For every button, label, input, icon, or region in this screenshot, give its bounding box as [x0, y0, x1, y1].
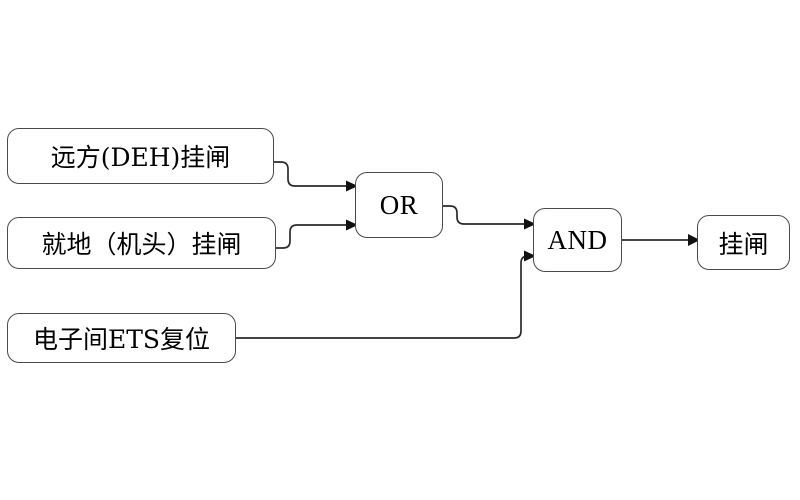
edge-local-to-or [276, 219, 358, 249]
node-output-latch[interactable]: 挂闸 [697, 215, 790, 270]
edge-and-to-output [622, 234, 700, 246]
edge-ets-to-and [236, 250, 536, 339]
node-and-gate[interactable]: AND [533, 208, 622, 272]
node-local-machine-head-latch[interactable]: 就地（机头）挂闸 [7, 217, 276, 269]
node-electronics-room-ets-reset[interactable]: 电子间ETS复位 [7, 313, 236, 363]
node-remote-deh-latch[interactable]: 远方(DEH)挂闸 [7, 128, 274, 184]
edge-deh-to-or [274, 161, 358, 192]
edge-or-to-and [443, 205, 536, 230]
node-or-gate[interactable]: OR [355, 172, 443, 238]
